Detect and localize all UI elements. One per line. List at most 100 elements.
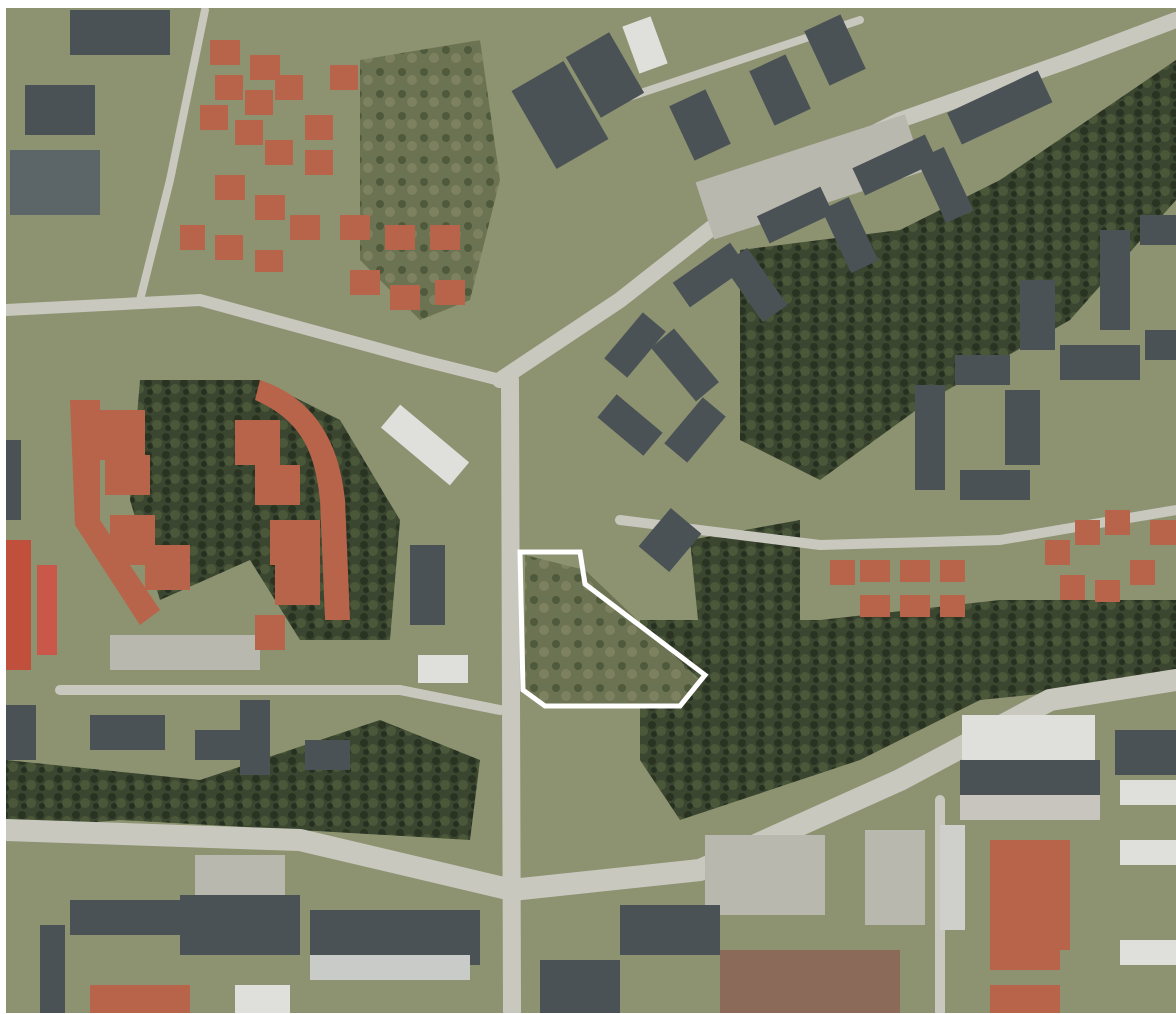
rowhouse-1	[210, 40, 240, 65]
rowhouse-east-3	[900, 560, 930, 582]
building-west-low-1	[90, 715, 165, 750]
building-slab-5	[722, 247, 788, 323]
building-slab-4	[672, 242, 748, 308]
forest-northeast	[740, 60, 1176, 480]
building-west-edge-1	[6, 705, 36, 760]
rowhouse-east-11	[1060, 575, 1085, 600]
block-central-d	[275, 565, 320, 605]
rowhouse-18	[215, 235, 243, 260]
aerial-map[interactable]	[6, 8, 1176, 1013]
parking-south-center	[705, 835, 825, 915]
rowhouse-19	[255, 250, 283, 272]
building-north-5	[804, 14, 866, 86]
road-west-lower	[55, 685, 505, 715]
building-south-6	[620, 905, 720, 955]
building-south-4	[40, 925, 65, 1013]
block-central-a	[235, 420, 280, 465]
building-south-5	[540, 960, 620, 1013]
rowhouse-east-9	[1075, 520, 1100, 545]
building-south-red-2	[990, 840, 1070, 950]
rowhouse-23	[180, 225, 205, 250]
parking-north-east	[695, 114, 924, 240]
main-road-southern-arc	[6, 669, 1176, 901]
building-light-s-2	[310, 955, 470, 980]
building-light-diag	[380, 404, 470, 486]
building-mid-3	[597, 394, 663, 456]
building-nw-3	[10, 150, 100, 215]
building-mid-2	[651, 328, 719, 402]
building-slab-2	[852, 134, 938, 196]
building-north-4	[749, 54, 811, 126]
building-slab-3	[756, 186, 834, 244]
building-north-2	[565, 32, 645, 118]
rowhouse-21	[390, 285, 420, 310]
rowhouse-7	[235, 120, 263, 145]
rowhouse-east-2	[860, 560, 890, 582]
rowhouse-6	[200, 105, 228, 130]
building-slab-6	[821, 196, 879, 274]
buildings-red-roof	[6, 40, 1176, 1013]
building-west-low-3	[240, 700, 270, 775]
rowhouse-east-1	[830, 560, 855, 585]
rowhouse-east-8	[1045, 540, 1070, 565]
building-mid-4	[664, 397, 726, 463]
rowhouse-20	[350, 270, 380, 295]
site-boundary-outline[interactable]	[517, 549, 709, 709]
buildings-light-roof	[235, 16, 1176, 1013]
building-west-low-4	[305, 740, 350, 770]
rowhouse-east-5	[860, 595, 890, 617]
rowhouse-12	[215, 175, 245, 200]
building-south-7	[960, 760, 1100, 795]
building-north-3	[669, 89, 731, 161]
block-west-d	[145, 545, 190, 590]
rowhouse-east-10	[1105, 510, 1130, 535]
rowhouse-22	[435, 280, 465, 305]
forest-middle-east	[690, 520, 800, 640]
building-light-se-3	[960, 795, 1100, 820]
rowhouse-13	[255, 195, 285, 220]
rowhouse-15	[340, 215, 370, 240]
building-light-se-2	[940, 825, 965, 930]
building-light-se-1	[962, 715, 1095, 760]
building-west-edge-2	[6, 440, 21, 520]
rowhouse-east-13	[1130, 560, 1155, 585]
forest-east-band	[640, 600, 1176, 820]
building-north-1	[511, 61, 609, 169]
building-south-red-3	[990, 945, 1060, 970]
building-south-red-4	[990, 985, 1060, 1013]
building-east-2	[1020, 280, 1055, 350]
building-south-2	[180, 895, 300, 955]
building-east-6	[915, 385, 945, 490]
building-west-red-2	[37, 565, 57, 655]
road-western-horizontal	[6, 294, 506, 386]
rowhouse-14	[290, 215, 320, 240]
building-south-brown-1	[720, 950, 900, 1013]
rowhouse-east-4	[940, 560, 965, 582]
building-slab-1	[947, 70, 1053, 145]
building-light-s-1	[235, 985, 290, 1013]
building-light-hall	[418, 655, 468, 683]
rowhouse-east-6	[900, 595, 930, 617]
block-small	[255, 615, 285, 650]
building-east-1	[1100, 230, 1130, 330]
buildings-grey-roof	[6, 10, 1176, 1013]
building-light-se-5	[1120, 840, 1176, 865]
rowhouse-3	[215, 75, 243, 100]
forest-site-area	[525, 555, 700, 705]
curved-block-central	[255, 380, 350, 620]
building-east-4	[1145, 330, 1176, 360]
building-slab-7	[916, 146, 974, 224]
building-east-5	[955, 355, 1010, 385]
curved-block-west	[70, 400, 160, 625]
block-central-b	[255, 465, 300, 505]
rowhouse-16	[385, 225, 415, 250]
building-west-red-edge	[6, 540, 31, 670]
main-road-vertical	[501, 371, 521, 1013]
rowhouse-17	[430, 225, 460, 250]
rowhouse-8	[305, 115, 333, 140]
parking-west-center	[110, 635, 260, 670]
rowhouse-5	[275, 75, 303, 100]
forest-southwest	[6, 720, 480, 840]
building-light-north	[622, 16, 668, 74]
building-mid-1	[604, 312, 666, 378]
